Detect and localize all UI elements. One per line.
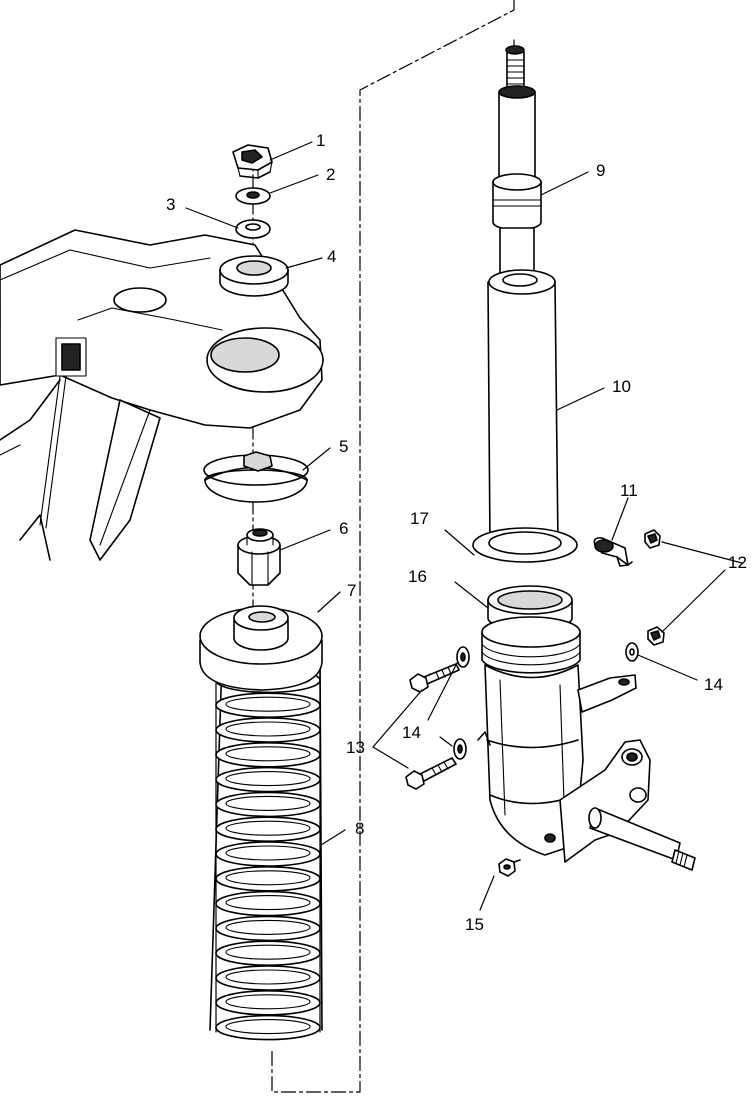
spring-coil-inner (225, 795, 311, 811)
washer-3 (235, 219, 271, 239)
callout-13: 13 (346, 738, 365, 757)
spring-coil-inner (225, 746, 311, 762)
spring-coil-inner (225, 944, 311, 960)
callout-15: 15 (465, 915, 484, 934)
callout-5: 5 (339, 437, 348, 456)
callout-12: 12 (728, 553, 747, 572)
callout-14-right: 14 (704, 675, 723, 694)
fitting-15 (498, 858, 521, 877)
bolt-13-lower (405, 757, 457, 790)
callout-11: 11 (620, 481, 638, 500)
washer-14-right (625, 642, 639, 662)
washer-14-lower-left (453, 738, 467, 760)
callout-4: 4 (327, 247, 336, 266)
leader-lines (185, 141, 743, 911)
callout-labels: 1 2 3 4 5 6 7 8 9 10 11 12 13 14 14 15 1… (166, 131, 747, 934)
callout-14-left: 14 (402, 723, 421, 742)
spring-coil-inner (225, 696, 311, 712)
callout-1: 1 (316, 131, 325, 150)
spring-coil-inner (225, 845, 311, 861)
spring-seat-7 (199, 605, 323, 691)
callout-9: 9 (596, 161, 605, 180)
spring-coil-inner (225, 919, 311, 935)
spring-coil-inner (225, 1019, 311, 1035)
clamp-11 (593, 537, 633, 567)
spring-coil-inner (225, 994, 311, 1010)
spring-coil-inner (225, 870, 311, 886)
callout-6: 6 (339, 519, 348, 538)
callout-7: 7 (347, 581, 356, 600)
spring-coil-inner (225, 895, 311, 911)
washer-14-upper-left (456, 646, 470, 668)
spindle-housing (477, 585, 696, 871)
spring-coils (215, 667, 321, 1041)
spring-coil-inner (225, 820, 311, 836)
callout-17: 17 (410, 509, 429, 528)
nut-12-upper (644, 529, 661, 549)
strut-rod-9 (492, 45, 542, 276)
callout-16: 16 (408, 567, 427, 586)
callout-3: 3 (166, 195, 175, 214)
adapter-nut-6 (237, 528, 281, 586)
bolt-13-upper (409, 663, 460, 693)
nut-1 (232, 144, 273, 179)
nut-12-lower (647, 626, 665, 646)
spring-coil-inner (225, 771, 311, 787)
strut-body-10 (487, 269, 559, 555)
washer-2 (235, 187, 271, 205)
cup-washer-5 (203, 451, 309, 503)
spring-coil-inner (225, 969, 311, 985)
callout-2: 2 (326, 165, 335, 184)
bushing-4 (219, 255, 289, 297)
callout-8: 8 (355, 819, 364, 838)
spring-coil-inner (225, 721, 311, 737)
seal-ring-17 (472, 527, 578, 563)
callout-10: 10 (612, 377, 631, 396)
